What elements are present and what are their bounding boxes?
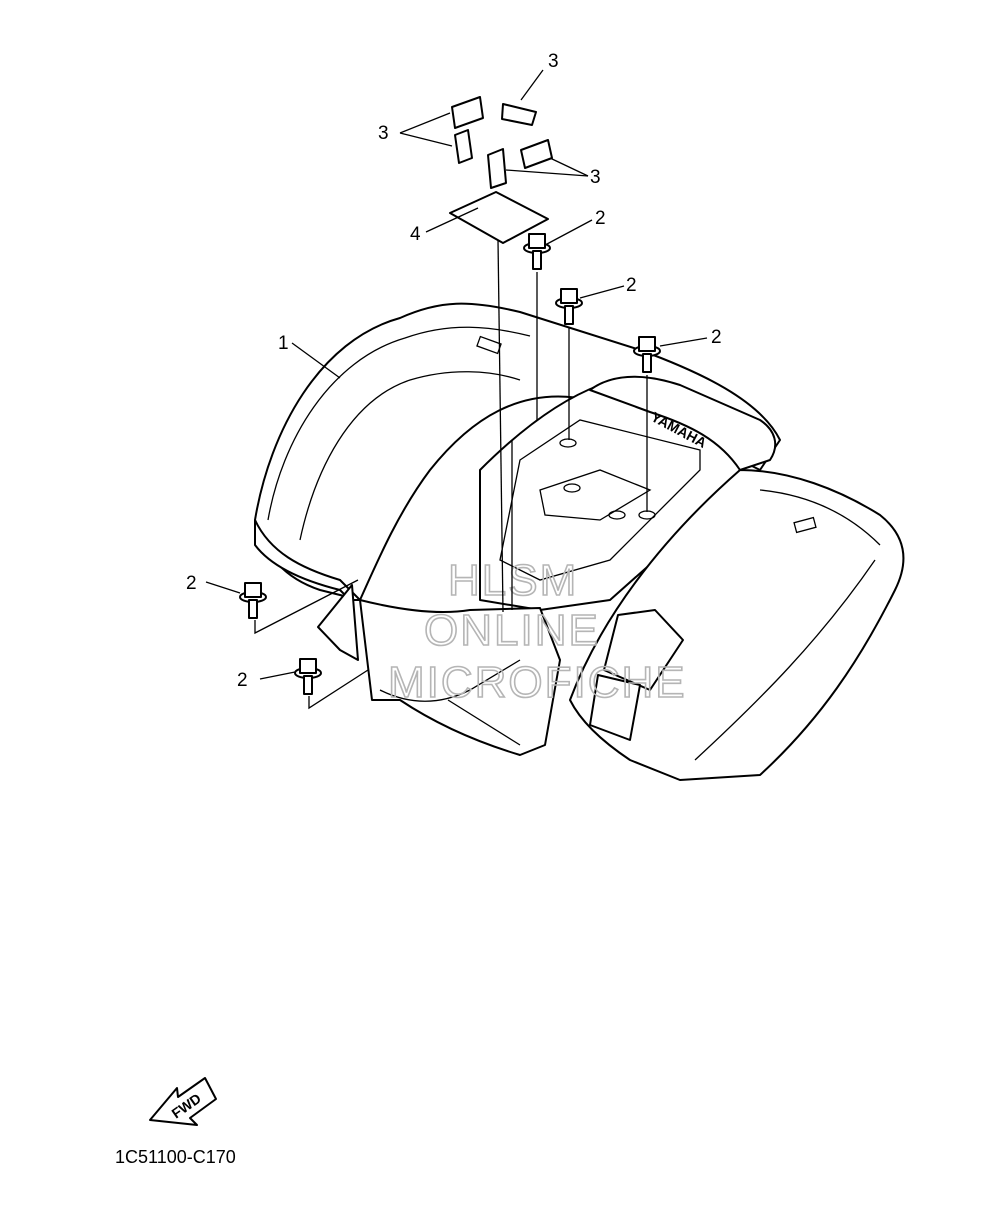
assembly-lines	[254, 239, 648, 710]
leader-lines	[205, 69, 708, 680]
callout-3-right: 3	[590, 167, 601, 188]
fwd-arrow: FWD	[149, 1077, 217, 1126]
callout-2-a: 2	[595, 208, 606, 229]
callout-3-top: 3	[548, 51, 559, 72]
bolt	[555, 288, 583, 325]
callout-3-left: 3	[378, 123, 389, 144]
bolt	[294, 658, 322, 695]
pad	[487, 148, 507, 189]
watermark-line-3: MICROFICHE	[388, 658, 687, 707]
bolt	[239, 582, 267, 619]
callout-1: 1	[278, 333, 289, 354]
bolt-parts	[239, 233, 661, 695]
callout-2-b: 2	[626, 275, 637, 296]
callout-2-c: 2	[711, 327, 722, 348]
drawing-code: 1C51100-C170	[115, 1147, 236, 1167]
pad	[454, 129, 473, 164]
bolt	[523, 233, 551, 270]
pad	[520, 139, 553, 169]
pad-parts	[451, 96, 553, 189]
callout-2-d: 2	[186, 573, 197, 594]
rear-fender	[254, 302, 905, 781]
pad	[501, 103, 537, 126]
sheet	[449, 191, 549, 244]
watermark-line-1: HLSM	[448, 556, 578, 605]
watermark-line-2: ONLINE	[424, 606, 600, 655]
callout-2-e: 2	[237, 670, 248, 691]
callouts: 3 3 3 4 2 2 2 1 2 2	[186, 51, 722, 691]
bolt	[633, 336, 661, 373]
callout-4: 4	[410, 224, 421, 245]
pad	[451, 96, 484, 129]
